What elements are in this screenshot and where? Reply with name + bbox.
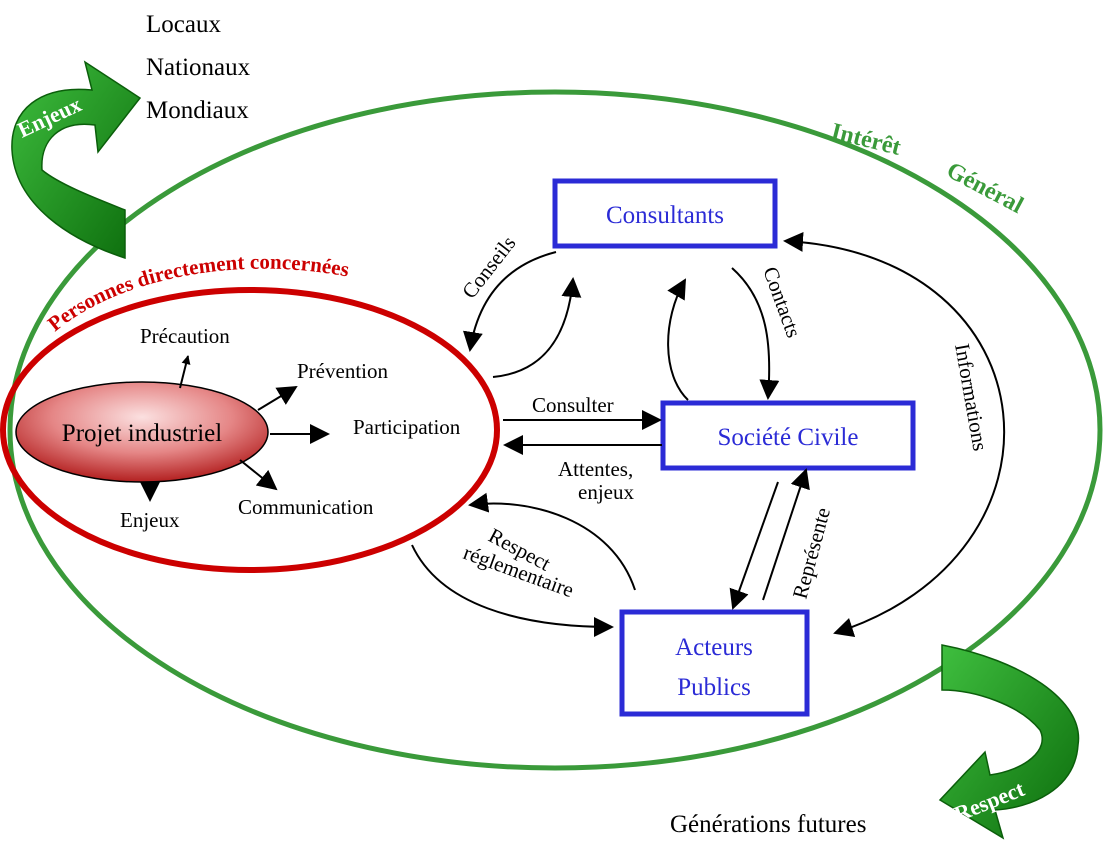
output-prevention: Prévention	[297, 359, 388, 383]
project-label: Projet industriel	[62, 420, 222, 447]
public-actors-label-line1: Acteurs	[675, 634, 753, 661]
public-actors-label-line2: Publics	[677, 674, 751, 701]
label-consulter: Consulter	[532, 393, 614, 417]
arrow-informations	[783, 231, 1005, 638]
future-generations-label: Générations futures	[670, 811, 866, 838]
scope-national: Nationaux	[146, 54, 251, 81]
arrow-civil-to-consultants	[667, 278, 689, 401]
consultants-label: Consultants	[606, 202, 724, 229]
arrow-conseils	[462, 251, 557, 352]
public-actors-box	[619, 609, 810, 717]
arrow-prevention	[257, 385, 298, 411]
general-interest-word2: Général	[942, 157, 1027, 219]
label-informations: Informations	[950, 342, 992, 453]
arrow-precaution	[179, 355, 191, 389]
arrow-represente	[762, 468, 810, 601]
output-precaution: Précaution	[140, 324, 230, 348]
label-attentes-line2: enjeux	[578, 480, 634, 504]
output-participation: Participation	[353, 415, 461, 439]
arrow-to-consultants	[492, 277, 582, 378]
directly-concerned-ellipse	[0, 287, 500, 573]
arrow-civil-to-public	[729, 481, 779, 610]
enjeux-curved-arrow: Enjeux	[11, 60, 142, 260]
output-enjeux: Enjeux	[120, 508, 180, 532]
arrow-communication	[239, 459, 278, 491]
civil-society-label: Société Civile	[718, 424, 859, 451]
arrow-respect-return	[468, 492, 636, 591]
enjeux-arrow-shape	[11, 60, 142, 260]
scope-local: Locaux	[146, 11, 221, 38]
label-represente: Représente	[788, 505, 835, 601]
consultants-box	[552, 178, 778, 249]
respect-arrow-shape	[938, 644, 1080, 840]
label-conseils: Conseils	[457, 231, 520, 303]
output-communication: Communication	[238, 495, 374, 519]
label-attentes-line1: Attentes,	[558, 457, 633, 481]
general-interest-ellipse	[7, 89, 1103, 771]
scope-global: Mondiaux	[146, 97, 249, 124]
arrow-respect-reglementaire	[411, 544, 614, 637]
respect-curved-arrow: Respect	[938, 644, 1080, 840]
arrow-contacts	[731, 267, 780, 400]
